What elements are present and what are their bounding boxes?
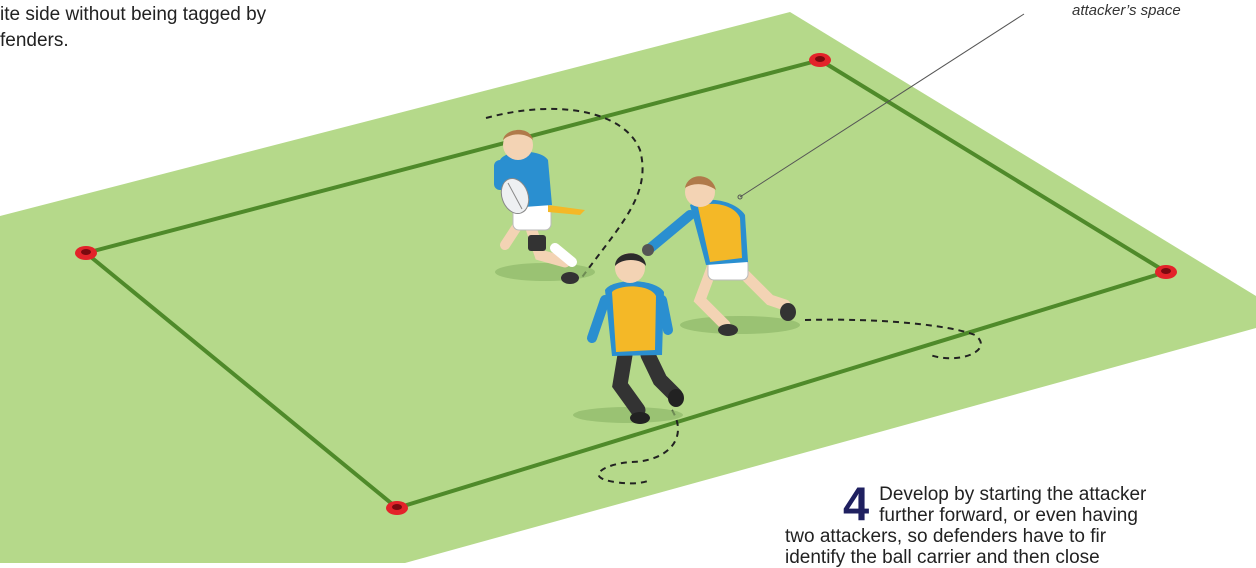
intro-line-2: fenders. xyxy=(0,28,340,54)
intro-line-1: ite side without being tagged by xyxy=(0,2,340,28)
intro-paragraph: ite side without being tagged by fenders… xyxy=(0,2,340,54)
step-4-paragraph: 4 Develop by starting the attacker furth… xyxy=(843,484,1256,568)
step-number: 4 xyxy=(843,484,869,524)
cone-icon xyxy=(75,246,97,260)
cone-icon xyxy=(809,53,831,67)
cone-icon xyxy=(386,501,408,515)
step-line-3: two attackers, so defenders have to fir xyxy=(785,526,1256,547)
callout-label: attacker’s space xyxy=(1072,2,1181,19)
cone-icon xyxy=(1155,265,1177,279)
step-line-2: further forward, or even having xyxy=(843,505,1256,526)
step-line-1: Develop by starting the attacker xyxy=(843,484,1256,505)
step-line-4: identify the ball carrier and then close xyxy=(785,547,1256,568)
